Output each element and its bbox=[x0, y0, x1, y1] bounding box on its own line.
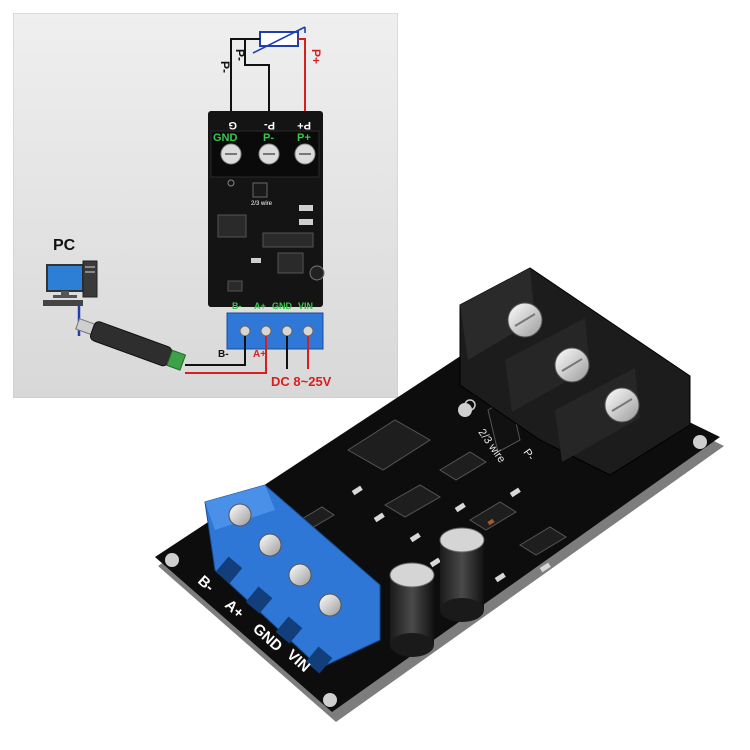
photo-label-a-plus: A+ bbox=[221, 596, 247, 622]
terminal-label-p-plus: P+ bbox=[297, 132, 311, 144]
connector-label-gnd: GND bbox=[272, 301, 293, 311]
wire-label-b-minus: B- bbox=[218, 349, 229, 360]
sensor-label-p-minus-2: P- bbox=[233, 49, 247, 61]
pc-label: PC bbox=[53, 237, 76, 254]
terminal-label-gnd: GND bbox=[213, 132, 238, 144]
photo-label-b-minus: B- bbox=[194, 572, 217, 595]
sensor-terminal-block bbox=[459, 267, 691, 476]
photo-wire-option-label: 2/3 wire bbox=[476, 427, 508, 465]
photo-jumper-label: P- bbox=[521, 447, 537, 463]
power-supply-label: DC 8~25V bbox=[271, 374, 332, 389]
wire-label-a-plus: A+ bbox=[253, 349, 266, 360]
photo-label-vin: VIN bbox=[283, 646, 313, 675]
smd-components bbox=[299, 419, 567, 583]
sensor-label-p-plus: P+ bbox=[309, 49, 323, 64]
sensor-wire-red bbox=[298, 38, 306, 111]
connector-label-a-plus: A+ bbox=[254, 301, 266, 311]
photo-label-gnd: GND bbox=[249, 620, 285, 655]
electrolytic-capacitors bbox=[389, 527, 485, 657]
sensor-wire-black-2 bbox=[244, 38, 270, 111]
board-label-p-minus: P- bbox=[264, 119, 275, 131]
board-label-g: G bbox=[228, 119, 237, 131]
board-wire-option-label: 2/3 wire bbox=[251, 201, 273, 207]
connector-label-b-minus: B- bbox=[232, 301, 242, 311]
wiring-diagram-inset: P- P- P+ G P- P+ GND P- P+ 2/3 wire bbox=[13, 13, 398, 398]
connector-label-vin: VIN bbox=[298, 301, 313, 311]
terminal-label-p-minus: P- bbox=[263, 132, 274, 144]
sensor-label-p-minus-1: P- bbox=[218, 61, 232, 73]
rs485-power-terminal-block bbox=[204, 484, 381, 674]
board-label-p-plus: P+ bbox=[297, 119, 311, 131]
wire-jumper bbox=[464, 396, 521, 453]
inset-background bbox=[13, 13, 398, 398]
pc-computer-icon bbox=[43, 260, 98, 306]
